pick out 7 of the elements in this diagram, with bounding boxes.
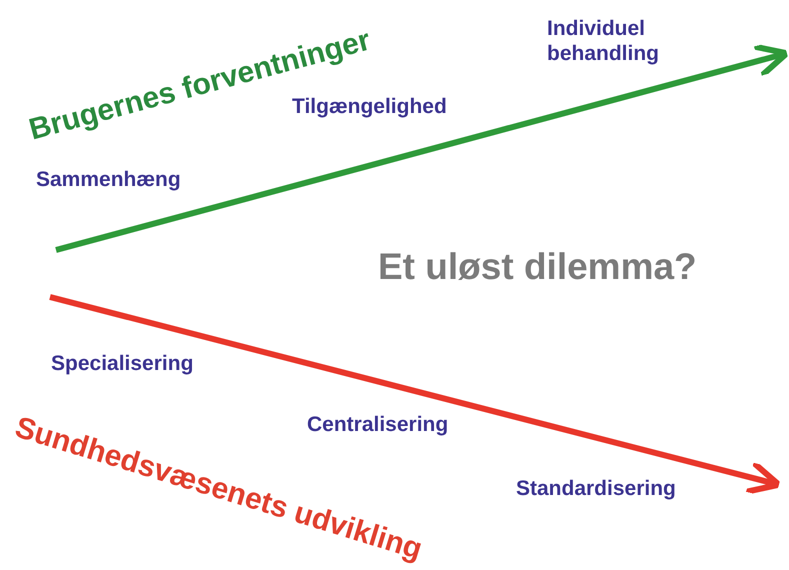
term-label: Specialisering <box>51 351 194 376</box>
term-label: Centralisering <box>307 412 448 438</box>
term-label: Sammenhæng <box>36 167 181 192</box>
title: Et uløst dilemma? <box>378 246 697 288</box>
term-label: Individuel behandling <box>547 16 660 66</box>
term-label: Tilgængelighed <box>292 95 447 120</box>
term-label: Standardisering <box>516 476 676 502</box>
